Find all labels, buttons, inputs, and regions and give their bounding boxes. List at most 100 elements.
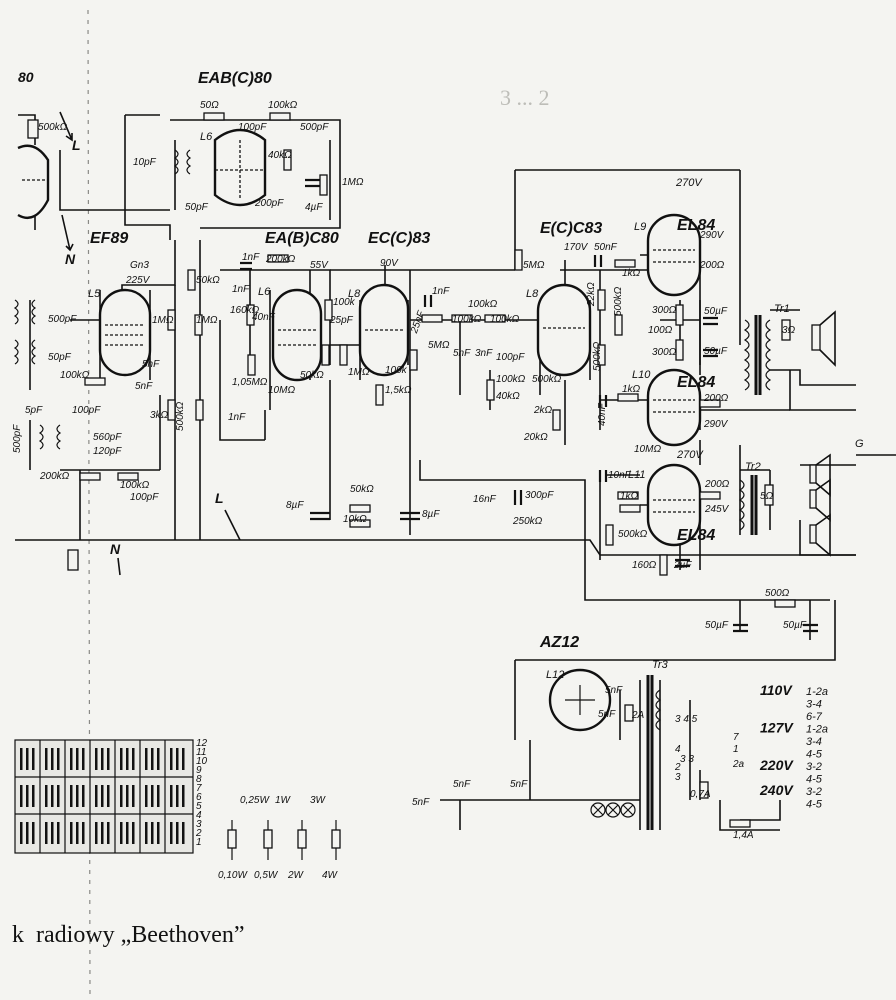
wattage-resistor-symbol — [263, 829, 273, 849]
svg-text:4: 4 — [675, 744, 681, 755]
label-r22k: 22kΩ — [586, 282, 597, 307]
label-r40k: 40kΩ — [268, 150, 292, 161]
matrix-contact — [145, 748, 148, 770]
transformer-tr1 — [743, 315, 772, 395]
label-r1k-a: 1kΩ — [622, 268, 641, 279]
label-c300pf: 300pF — [525, 490, 554, 501]
label-r10m-b: 10MΩ — [634, 444, 661, 455]
matrix-contact — [170, 748, 173, 770]
label-r2k: 2kΩ — [533, 405, 553, 416]
label-c1nf-b: 1nF — [232, 284, 250, 295]
label-c25pf: 25pF — [329, 315, 354, 326]
switch-matrix — [14, 739, 194, 854]
label-r40k-b: 40kΩ — [496, 391, 520, 402]
label-c2uf: 2µF — [673, 560, 692, 571]
matrix-contact — [20, 785, 23, 807]
label-270v-a: 270V — [675, 177, 703, 189]
label-r100-a: 100Ω — [648, 325, 673, 336]
arrow-n-a — [61, 214, 74, 252]
matrix-contact — [95, 785, 98, 807]
label-r5m-b: 5MΩ — [523, 260, 545, 271]
mains-taps-2: 6-7 — [806, 711, 823, 723]
label-170v: 170V — [564, 242, 589, 253]
matrix-contact — [107, 748, 110, 770]
label-r200k-a: 200kΩ — [265, 254, 296, 265]
svg-text:3 4 5: 3 4 5 — [675, 714, 698, 725]
tube-az12-ref: L12 — [546, 669, 564, 681]
label-c5nf-c: 5nF — [453, 348, 471, 359]
matrix-contact — [132, 822, 135, 844]
caption-prefix: k — [12, 922, 24, 948]
label-r5: 5Ω — [760, 491, 774, 502]
matrix-contact — [126, 748, 129, 770]
svg-text:2a: 2a — [732, 759, 745, 770]
label-r1k-b: 1kΩ — [622, 384, 641, 395]
label-55v: 55V — [310, 260, 329, 271]
matrix-contact — [157, 785, 160, 807]
label-r500k-e: 500kΩ — [592, 341, 603, 371]
matrix-contact — [132, 785, 135, 807]
lamps — [590, 802, 636, 818]
tube-ecc83-b-ref: L8 — [526, 288, 539, 300]
matrix-contact — [176, 822, 179, 844]
label-c1nf-c: 1nF — [432, 286, 450, 297]
label-90v: 90V — [380, 258, 399, 269]
matrix-contact — [45, 785, 48, 807]
label-c16nf: 16nF — [473, 494, 497, 505]
tube-el84-a-label: EL84 — [677, 217, 715, 234]
tube-ecc83-b-label: E(C)C83 — [540, 220, 602, 237]
svg-text:1: 1 — [733, 744, 739, 755]
matrix-contact — [45, 822, 48, 844]
matrix-contact — [176, 748, 179, 770]
label-r15k: 1,5kΩ — [385, 385, 412, 396]
matrix-contact — [157, 822, 160, 844]
label-fuse-07a: 0,7A — [690, 789, 711, 800]
label-c1nf-l: 1nF — [228, 412, 246, 423]
label-c4uf: 4µF — [305, 202, 323, 213]
wattage-bottom-1: 0,5W — [254, 870, 279, 881]
label-tr3: Tr3 — [652, 659, 669, 671]
label-r100k-top: 100kΩ — [268, 100, 298, 111]
switch-number-1: 1 — [196, 837, 202, 848]
tube-az12-label: AZ12 — [539, 634, 579, 651]
label-c50uf-b: 50µF — [704, 346, 728, 357]
tube-eabc80-mid-label: EA(B)C80 — [265, 230, 339, 247]
label-r500k-l: 500kΩ — [175, 401, 186, 431]
matrix-contact — [82, 785, 85, 807]
svg-text:3: 3 — [675, 772, 681, 783]
arrow-l-b — [224, 509, 241, 541]
label-c500pf-top: 500pF — [300, 122, 329, 133]
label-r3k: 3kΩ — [150, 410, 169, 421]
label-r100k-c: 100k — [385, 365, 408, 376]
mains-taps-5: 4-5 — [806, 749, 823, 761]
label-r100k-l: 100kΩ — [60, 370, 90, 381]
label-c50uf-a: 50µF — [704, 306, 728, 317]
matrix-contact — [51, 822, 54, 844]
wattage-bottom-3: 4W — [322, 870, 339, 881]
mains-taps-4: 3-4 — [806, 736, 822, 748]
coil-group-left — [13, 149, 192, 450]
tube-80-label: 80 — [18, 69, 34, 85]
matrix-contact — [57, 748, 60, 770]
mains-taps-8: 3-2 — [806, 786, 822, 798]
label-r160k: 160kΩ — [230, 305, 260, 316]
switch-number-10: 10 — [196, 756, 208, 767]
label-c1nf-a: 1nF — [242, 252, 260, 263]
switch-number-7: 7 — [196, 783, 202, 794]
label-c5nf-g: 5nF — [453, 779, 471, 790]
mains-taps-3: 1-2a — [806, 724, 828, 736]
label-r1m-top: 1MΩ — [342, 177, 364, 188]
label-r160: 160Ω — [632, 560, 657, 571]
matrix-contact — [170, 822, 173, 844]
matrix-contact — [120, 785, 123, 807]
label-c5pf: 5pF — [25, 405, 43, 416]
matrix-contact — [95, 822, 98, 844]
tube-eabc80-top — [213, 128, 267, 207]
label-r1k-c: 1kΩ — [620, 491, 639, 502]
label-c5nf-b: 5nF — [135, 381, 153, 392]
label-r500k-top: 500kΩ — [38, 122, 68, 133]
svg-text:3 3: 3 3 — [680, 754, 694, 765]
mains-voltage-0: 110V — [760, 682, 793, 698]
tube-el84-c-ref: L11 — [628, 469, 646, 481]
